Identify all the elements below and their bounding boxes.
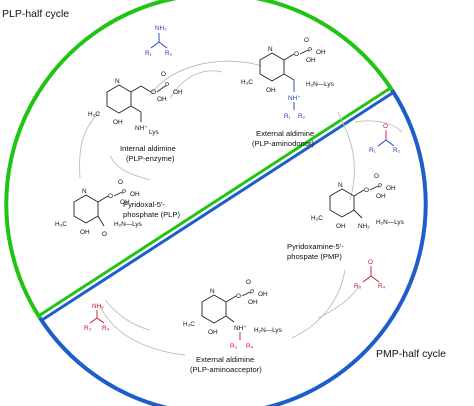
svg-text:H₃C: H₃C xyxy=(311,215,323,222)
plp-half-cycle-label: PLP-half cycle xyxy=(2,8,69,20)
svg-text:OH: OH xyxy=(173,89,183,96)
svg-text:O: O xyxy=(151,89,156,96)
svg-text:O: O xyxy=(368,259,373,266)
svg-text:H₃C: H₃C xyxy=(55,221,67,228)
svg-text:O: O xyxy=(102,231,107,238)
pmp-label-1: Pyridoxamine-5'- xyxy=(287,242,344,251)
svg-text:OH: OH xyxy=(80,229,90,236)
pmp-label-2: phospate (PMP) xyxy=(287,252,342,261)
cycle-arrows xyxy=(79,60,403,356)
svg-text:R₃: R₃ xyxy=(354,283,362,290)
keto-product-structure: O R₁ R₂ xyxy=(369,123,401,154)
pmp-half-cycle-label: PMP-half cycle xyxy=(376,348,446,360)
pmp-half-circle xyxy=(38,88,428,406)
svg-text:OH: OH xyxy=(258,291,268,298)
divider-green xyxy=(39,85,393,317)
plp-label-1: Pyridoxal-5'- xyxy=(123,200,165,209)
svg-text:OH: OH xyxy=(266,87,276,94)
svg-text:NH⁺: NH⁺ xyxy=(234,325,247,332)
svg-text:H₃C: H₃C xyxy=(183,321,195,328)
svg-text:OH: OH xyxy=(208,329,218,336)
svg-text:R₂: R₂ xyxy=(298,113,306,120)
svg-text:OH: OH xyxy=(130,191,140,198)
svg-text:OH: OH xyxy=(120,199,130,206)
svg-text:H₃C: H₃C xyxy=(88,111,100,118)
plp-structure: N O P O OH OH H₃C OH O H₂N—Lys xyxy=(55,179,142,238)
svg-text:OH: OH xyxy=(306,57,316,64)
amino-donor-structure: NH₂ R₁ R₂ xyxy=(145,25,173,57)
internal-aldimine-label-2: (PLP-enzyme) xyxy=(126,154,175,163)
svg-text:O: O xyxy=(383,123,388,130)
svg-text:OH: OH xyxy=(248,299,258,306)
svg-text:NH₂: NH₂ xyxy=(155,25,167,32)
plp-label-2: phosphate (PLP) xyxy=(123,210,180,219)
external-aldimine-acceptor-structure: N O P O OH OH H₃C OH NH⁺ R₃ R₄ H₂N—Lys xyxy=(183,279,282,350)
divider-blue xyxy=(41,90,395,322)
external-aldimine-donor-structure: N O P O OH OH H₃C OH NH⁺ R₁ R₂ H₂N—Lys xyxy=(241,37,334,120)
svg-text:N: N xyxy=(115,78,120,85)
svg-text:R₂: R₂ xyxy=(165,50,173,57)
svg-text:R₁: R₁ xyxy=(369,147,376,154)
svg-text:O: O xyxy=(118,179,123,186)
svg-text:OH: OH xyxy=(113,119,123,126)
svg-text:N: N xyxy=(210,288,215,295)
svg-text:H₂N—Lys: H₂N—Lys xyxy=(376,219,404,226)
svg-text:H₂N—Lys: H₂N—Lys xyxy=(114,221,142,228)
external-aldimine-donor-label-1: External aldimine xyxy=(256,129,314,138)
svg-text:OH: OH xyxy=(157,96,167,103)
svg-text:R₂: R₂ xyxy=(393,147,401,154)
svg-text:O: O xyxy=(304,37,309,44)
svg-text:N: N xyxy=(338,182,343,189)
svg-text:OH: OH xyxy=(316,49,326,56)
svg-text:O: O xyxy=(374,173,379,180)
svg-text:P: P xyxy=(122,189,126,196)
svg-text:H₂N—Lys: H₂N—Lys xyxy=(306,81,334,88)
svg-text:O: O xyxy=(246,279,251,286)
svg-text:P: P xyxy=(378,183,382,190)
svg-text:R₁: R₁ xyxy=(284,113,291,120)
svg-text:R₄: R₄ xyxy=(378,283,386,290)
svg-text:P: P xyxy=(165,82,169,89)
external-aldimine-donor-label-2: (PLP-aminodonor) xyxy=(252,139,315,148)
new-amino-acid-structure: NH₂ R₃ R₄ xyxy=(84,303,110,332)
svg-text:N: N xyxy=(82,188,87,195)
svg-text:H₃C: H₃C xyxy=(241,79,253,86)
external-aldimine-acceptor-label-1: External aldimine xyxy=(196,355,254,364)
svg-text:N: N xyxy=(268,46,273,53)
amino-acceptor-structure: O R₃ R₄ xyxy=(354,259,386,290)
svg-text:O: O xyxy=(294,51,299,58)
svg-text:P: P xyxy=(308,47,312,54)
internal-aldimine-label-1: Internal aldimine xyxy=(120,144,176,153)
svg-text:R₁: R₁ xyxy=(145,50,152,57)
svg-text:R₃: R₃ xyxy=(230,343,238,350)
svg-text:H₂N—Lys: H₂N—Lys xyxy=(254,327,282,334)
svg-text:R₄: R₄ xyxy=(102,325,110,332)
svg-text:O: O xyxy=(108,193,113,200)
svg-text:NH⁺: NH⁺ xyxy=(288,95,301,102)
plp-half-circle xyxy=(4,0,394,320)
svg-text:O: O xyxy=(161,71,166,78)
svg-text:NH₂: NH₂ xyxy=(92,303,104,310)
svg-text:Lys: Lys xyxy=(149,129,159,136)
svg-text:P: P xyxy=(250,289,254,296)
svg-text:O: O xyxy=(364,187,369,194)
svg-text:OH: OH xyxy=(386,185,396,192)
svg-text:OH: OH xyxy=(376,193,386,200)
svg-text:R₃: R₃ xyxy=(84,325,92,332)
svg-text:NH₂: NH₂ xyxy=(358,223,370,230)
internal-aldimine-structure: N O P O OH OH H₃C OH NH⁺ Lys xyxy=(88,71,183,136)
svg-text:O: O xyxy=(236,293,241,300)
external-aldimine-acceptor-label-2: (PLP-aminoacceptor) xyxy=(190,365,262,374)
pmp-structure: N O P O OH OH H₃C OH NH₂ H₂N—Lys xyxy=(311,173,404,230)
svg-text:R₄: R₄ xyxy=(246,343,254,350)
svg-text:NH⁺: NH⁺ xyxy=(135,125,148,132)
svg-text:OH: OH xyxy=(336,223,346,230)
